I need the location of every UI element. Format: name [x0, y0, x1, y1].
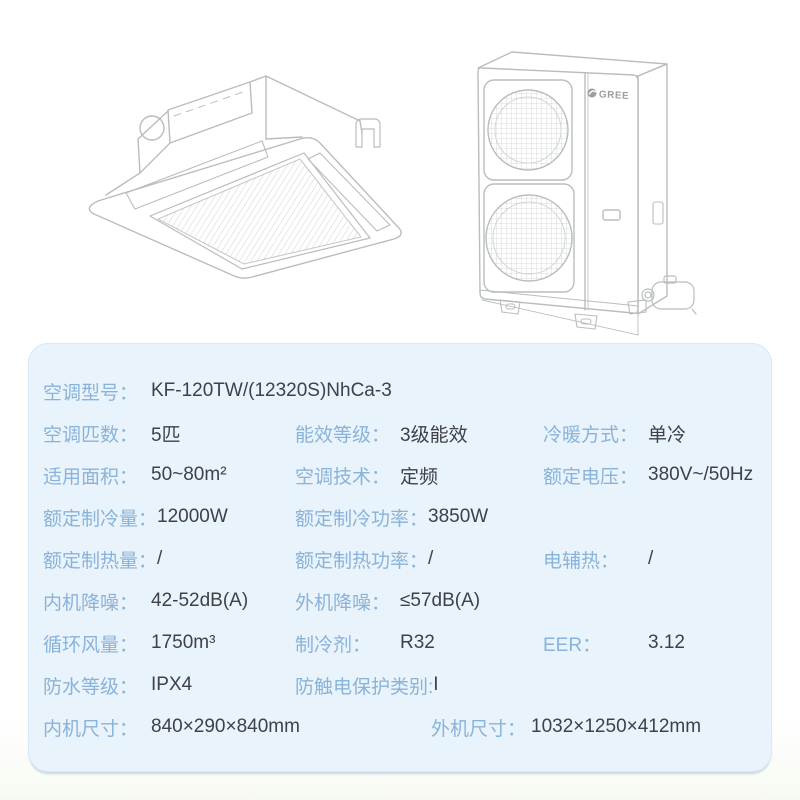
spec-label: 空调技术：	[295, 466, 391, 488]
outdoor-unit-handle	[602, 209, 621, 221]
spec-card: 空调型号： KF-120TW/(12320S)NhCa-3 空调匹数： 5匹 能…	[28, 343, 772, 772]
spec-label: 防触电保护类别:	[295, 676, 434, 698]
outdoor-unit-fans	[483, 79, 575, 293]
spec-cell: 外机尺寸： 1032×1250×412mm	[431, 714, 757, 741]
outdoor-unit-valve	[641, 275, 697, 315]
spec-value: 50~80m²	[151, 464, 227, 485]
spec-label: 能效等级：	[295, 424, 391, 446]
spec-label: 制冷剂：	[295, 634, 372, 656]
spec-value: I	[433, 674, 439, 695]
spec-label: 外机尺寸：	[431, 718, 527, 740]
svg-text:GREE: GREE	[599, 89, 630, 102]
spec-cell: 额定电压： 380V~/50Hz	[543, 462, 757, 489]
spec-label: 空调型号：	[43, 382, 139, 404]
spec-value: /	[157, 548, 163, 569]
spec-value: 3.12	[648, 632, 685, 653]
spec-label: EER：	[543, 634, 602, 656]
spec-value: /	[428, 548, 434, 569]
indoor-unit-body	[105, 75, 381, 196]
spec-label: 额定制冷量：	[43, 508, 158, 530]
spec-cell: 空调匹数： 5匹	[43, 420, 295, 447]
spec-label: 适用面积：	[43, 466, 139, 488]
spec-value: 1750m³	[151, 632, 216, 653]
spec-value: 定频	[400, 466, 439, 488]
spec-value: 840×290×840mm	[151, 716, 300, 737]
spec-cell: 冷暖方式： 单冷	[543, 420, 757, 447]
spec-row-area: 适用面积： 50~80m² 空调技术： 定频 额定电压： 380V~/50Hz	[43, 454, 757, 496]
ground-line	[481, 287, 639, 336]
spec-cell: 空调型号： KF-120TW/(12320S)NhCa-3	[43, 378, 392, 405]
spec-value: IPX4	[151, 674, 193, 695]
spec-value: 1032×1250×412mm	[531, 716, 702, 737]
spec-value: 380V~/50Hz	[648, 464, 754, 485]
indoor-unit-illustration	[88, 75, 402, 279]
spec-cell: 制冷剂： R32	[295, 630, 543, 657]
spec-cell: 内机尺寸： 840×290×840mm	[43, 714, 431, 741]
outdoor-unit-illustration: GREE	[477, 51, 697, 336]
spec-value: 5匹	[151, 424, 181, 446]
spec-label: 额定制冷功率：	[295, 508, 429, 530]
spec-label: 额定电压：	[543, 466, 639, 488]
spec-value: ≤57dB(A)	[400, 590, 481, 611]
spec-label: 外机降噪：	[295, 592, 391, 614]
spec-label: 冷暖方式：	[543, 424, 639, 446]
spec-value: 42-52dB(A)	[151, 590, 249, 611]
gree-logo: GREE	[587, 88, 630, 102]
spec-label: 额定制热量：	[43, 550, 158, 572]
spec-row-cooling-capacity: 额定制冷量： 12000W 额定制冷功率： 3850W	[43, 496, 757, 538]
spec-cell: 防水等级： IPX4	[43, 672, 295, 699]
spec-value: 3850W	[428, 506, 489, 527]
spec-cell: 额定制冷功率： 3850W	[295, 504, 543, 531]
spec-row-protection: 防水等级： IPX4 防触电保护类别: I	[43, 664, 757, 706]
spec-row-dimensions: 内机尺寸： 840×290×840mm 外机尺寸： 1032×1250×412m…	[43, 706, 757, 748]
spec-row-model: 空调型号： KF-120TW/(12320S)NhCa-3	[43, 370, 757, 412]
spec-label: 内机尺寸：	[43, 718, 139, 740]
spec-label: 内机降噪：	[43, 592, 139, 614]
spec-value: 单冷	[648, 424, 687, 446]
spec-cell: EER： 3.12	[543, 630, 757, 657]
indoor-unit-panel	[88, 136, 402, 279]
spec-value: KF-120TW/(12320S)NhCa-3	[151, 380, 392, 401]
spec-cell: 循环风量： 1750m³	[43, 630, 295, 657]
spec-value: 12000W	[157, 506, 228, 527]
spec-cell: 适用面积： 50~80m²	[43, 462, 295, 489]
spec-cell: 空调技术： 定频	[295, 462, 543, 489]
spec-value: /	[648, 548, 654, 569]
spec-cell: 外机降噪： ≤57dB(A)	[295, 588, 543, 615]
spec-cell: 防触电保护类别: I	[295, 672, 543, 699]
spec-value: 3级能效	[400, 424, 468, 446]
spec-row-power-class: 空调匹数： 5匹 能效等级： 3级能效 冷暖方式： 单冷	[43, 412, 757, 454]
spec-row-airflow: 循环风量： 1750m³ 制冷剂： R32 EER： 3.12	[43, 622, 757, 664]
spec-cell: 电辅热： /	[543, 546, 757, 573]
outdoor-unit-feet	[499, 299, 647, 330]
spec-label: 防水等级：	[43, 676, 139, 698]
spec-label: 电辅热：	[543, 550, 620, 572]
spec-row-noise: 内机降噪： 42-52dB(A) 外机降噪： ≤57dB(A)	[43, 580, 757, 622]
spec-label: 额定制热功率：	[295, 550, 429, 572]
spec-label: 循环风量：	[43, 634, 139, 656]
spec-cell: 额定制冷量： 12000W	[43, 504, 295, 531]
spec-cell: 内机降噪： 42-52dB(A)	[43, 588, 295, 615]
spec-cell: 能效等级： 3级能效	[295, 420, 543, 447]
spec-value: R32	[400, 632, 435, 653]
spec-label: 空调匹数：	[43, 424, 139, 446]
spec-cell: 额定制热量： /	[43, 546, 295, 573]
spec-cell: 额定制热功率： /	[295, 546, 543, 573]
spec-row-heating-capacity: 额定制热量： / 额定制热功率： / 电辅热： /	[43, 538, 757, 580]
